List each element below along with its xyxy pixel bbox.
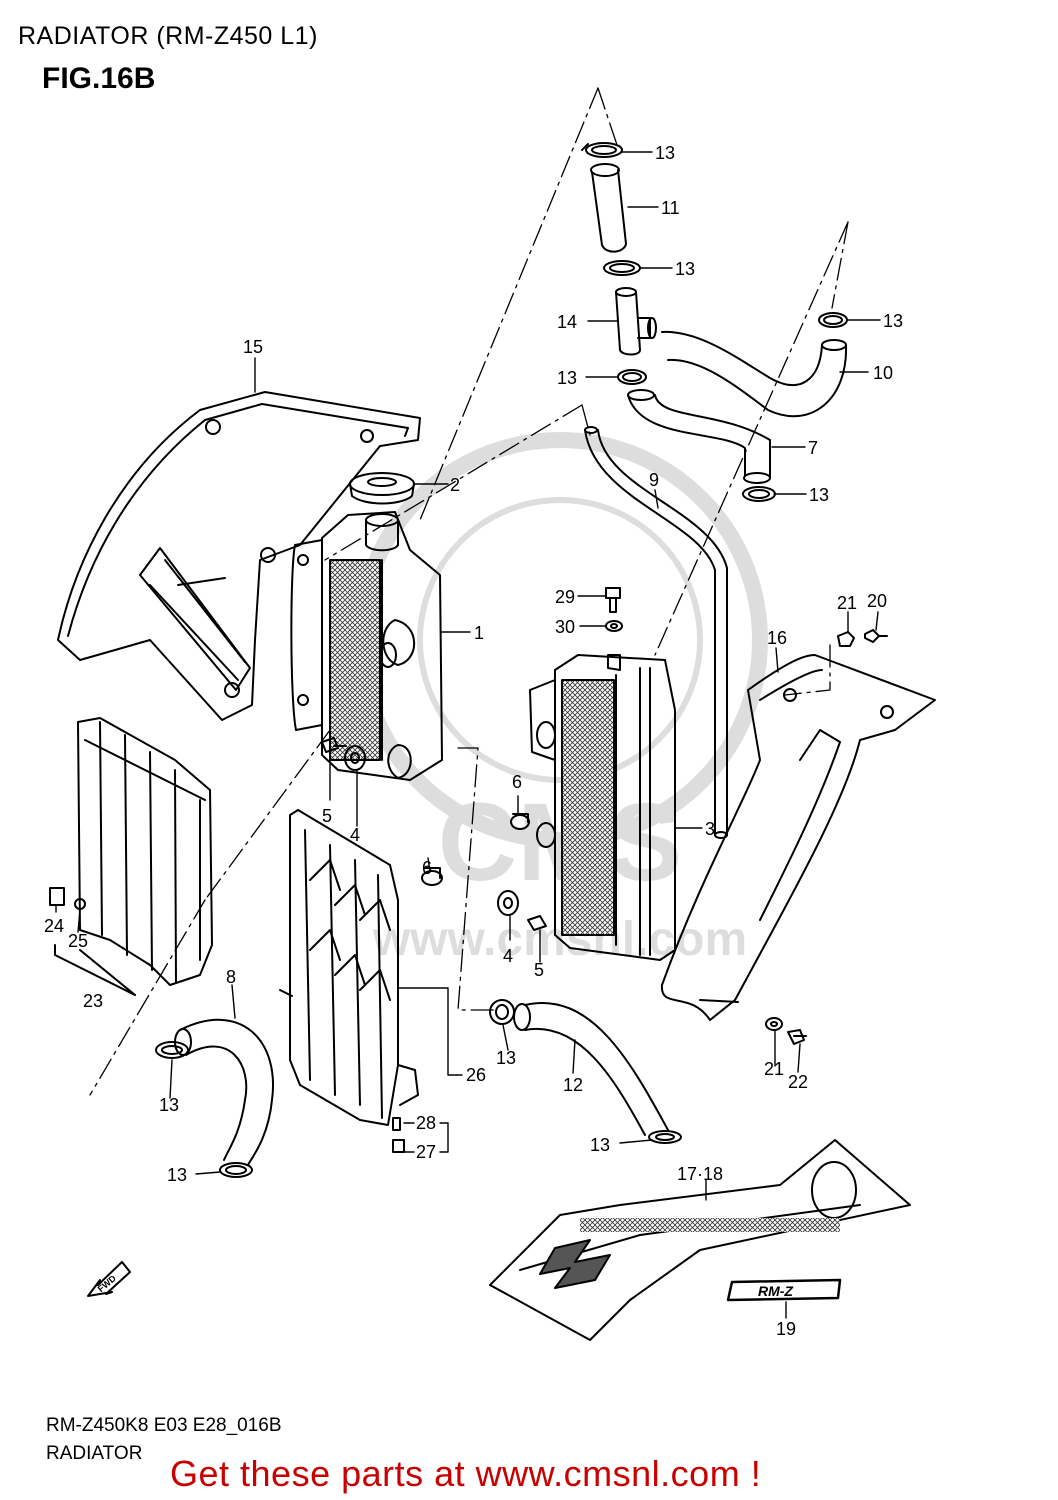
callout-5: 5 xyxy=(534,960,544,980)
callout-11: 11 xyxy=(661,198,680,218)
callout-13: 13 xyxy=(809,485,829,505)
hose-clamp-13 xyxy=(489,999,515,1025)
bolt-20 xyxy=(864,629,888,643)
rmz-decal-text: RM-Z xyxy=(758,1283,793,1299)
clip-28 xyxy=(392,1117,401,1131)
callout-29: 29 xyxy=(555,587,575,607)
section-name: RADIATOR xyxy=(46,1443,143,1464)
hose-clamp-13 xyxy=(742,486,776,502)
rmz-decal-19 xyxy=(726,1278,842,1302)
clip-24 xyxy=(49,887,65,906)
right-radiator-louver-26 xyxy=(279,809,419,1126)
figure-label: FIG.16B xyxy=(42,62,156,95)
left-radiator-shroud xyxy=(57,391,421,721)
callout-28: 28 xyxy=(416,1113,436,1133)
callout-22: 22 xyxy=(788,1072,808,1092)
callout-21: 21 xyxy=(764,1059,784,1079)
callout-6: 6 xyxy=(422,858,432,878)
grommet-4-left xyxy=(344,745,366,771)
screw-25 xyxy=(74,898,86,910)
callout-13: 13 xyxy=(159,1095,179,1115)
washer-30 xyxy=(605,620,623,632)
callout-4: 4 xyxy=(503,946,513,966)
callout-14: 14 xyxy=(557,312,577,332)
left-radiator-louver-23 xyxy=(77,717,213,986)
promo-link[interactable]: Get these parts at www.cmsnl.com ! xyxy=(170,1453,762,1494)
callout-13: 13 xyxy=(675,259,695,279)
callout-13: 13 xyxy=(496,1048,516,1068)
callout-24: 24 xyxy=(44,916,64,936)
callout-17-18: 17·18 xyxy=(677,1164,723,1184)
suzuki-emblem xyxy=(539,1239,611,1289)
t-joint-14 xyxy=(615,287,657,356)
callout-23: 23 xyxy=(83,991,103,1011)
hose-10 xyxy=(661,330,848,418)
grommet-4-right xyxy=(497,890,519,916)
side-cover-17-18 xyxy=(489,1139,911,1341)
hose-clamp-13 xyxy=(648,1130,682,1144)
callout-labels: 13 11 13 14 13 13 10 7 13 15 2 9 29 30 2… xyxy=(44,143,903,1339)
page-title: RADIATOR (RM-Z450 L1) xyxy=(18,22,318,50)
hose-8 xyxy=(174,1018,274,1166)
callout-19: 19 xyxy=(776,1319,796,1339)
hose-7 xyxy=(627,389,771,484)
bolt-5-right xyxy=(527,915,547,931)
bolt-29 xyxy=(605,587,621,613)
hose-clamp-13 xyxy=(219,1162,253,1178)
assembly-guide-lines xyxy=(89,87,849,1096)
right-radiator xyxy=(529,654,676,961)
callout-27: 27 xyxy=(416,1142,436,1162)
washer-21-bottom xyxy=(765,1017,783,1031)
hose-11 xyxy=(590,163,627,253)
bolt-22 xyxy=(787,1029,807,1045)
breather-tube-9 xyxy=(584,426,728,839)
callout-25: 25 xyxy=(68,931,88,951)
right-radiator-shroud xyxy=(660,654,936,1021)
callout-13: 13 xyxy=(883,311,903,331)
hose-clamp-13 xyxy=(617,369,647,385)
model-code: RM-Z450K8 E03 E28_016B xyxy=(46,1415,282,1436)
hose-clamp-13 xyxy=(581,142,623,158)
hose-12 xyxy=(513,1002,669,1136)
callout-13: 13 xyxy=(167,1165,187,1185)
callout-13: 13 xyxy=(557,368,577,388)
callout-10: 10 xyxy=(873,363,893,383)
hose-clamp-13 xyxy=(155,1041,189,1059)
callout-16: 16 xyxy=(767,628,787,648)
callout-15: 15 xyxy=(243,337,263,357)
hose-clamp-13 xyxy=(818,312,848,328)
hose-clamp-13 xyxy=(603,260,641,276)
bolt-5-left xyxy=(321,737,347,753)
callout-30: 30 xyxy=(555,617,575,637)
callout-1: 1 xyxy=(474,623,484,643)
callout-leaders xyxy=(55,151,881,1319)
callout-6: 6 xyxy=(512,772,522,792)
callout-8: 8 xyxy=(226,967,236,987)
callout-9: 9 xyxy=(649,470,659,490)
left-radiator xyxy=(290,511,443,781)
screw-27 xyxy=(392,1139,405,1153)
callout-21: 21 xyxy=(837,593,857,613)
callout-12: 12 xyxy=(563,1075,583,1095)
callout-26: 26 xyxy=(466,1065,486,1085)
callout-7: 7 xyxy=(808,438,818,458)
radiator-cap xyxy=(349,472,415,505)
callout-13: 13 xyxy=(590,1135,610,1155)
callout-4: 4 xyxy=(350,825,360,845)
callout-13: 13 xyxy=(655,143,675,163)
callout-20: 20 xyxy=(867,591,887,611)
watermark-logo: CMS xyxy=(438,781,682,904)
nut-21-top xyxy=(837,631,855,647)
callout-3: 3 xyxy=(705,819,715,839)
callout-2: 2 xyxy=(450,475,460,495)
forward-direction-arrow xyxy=(87,1261,131,1297)
callout-5: 5 xyxy=(322,806,332,826)
